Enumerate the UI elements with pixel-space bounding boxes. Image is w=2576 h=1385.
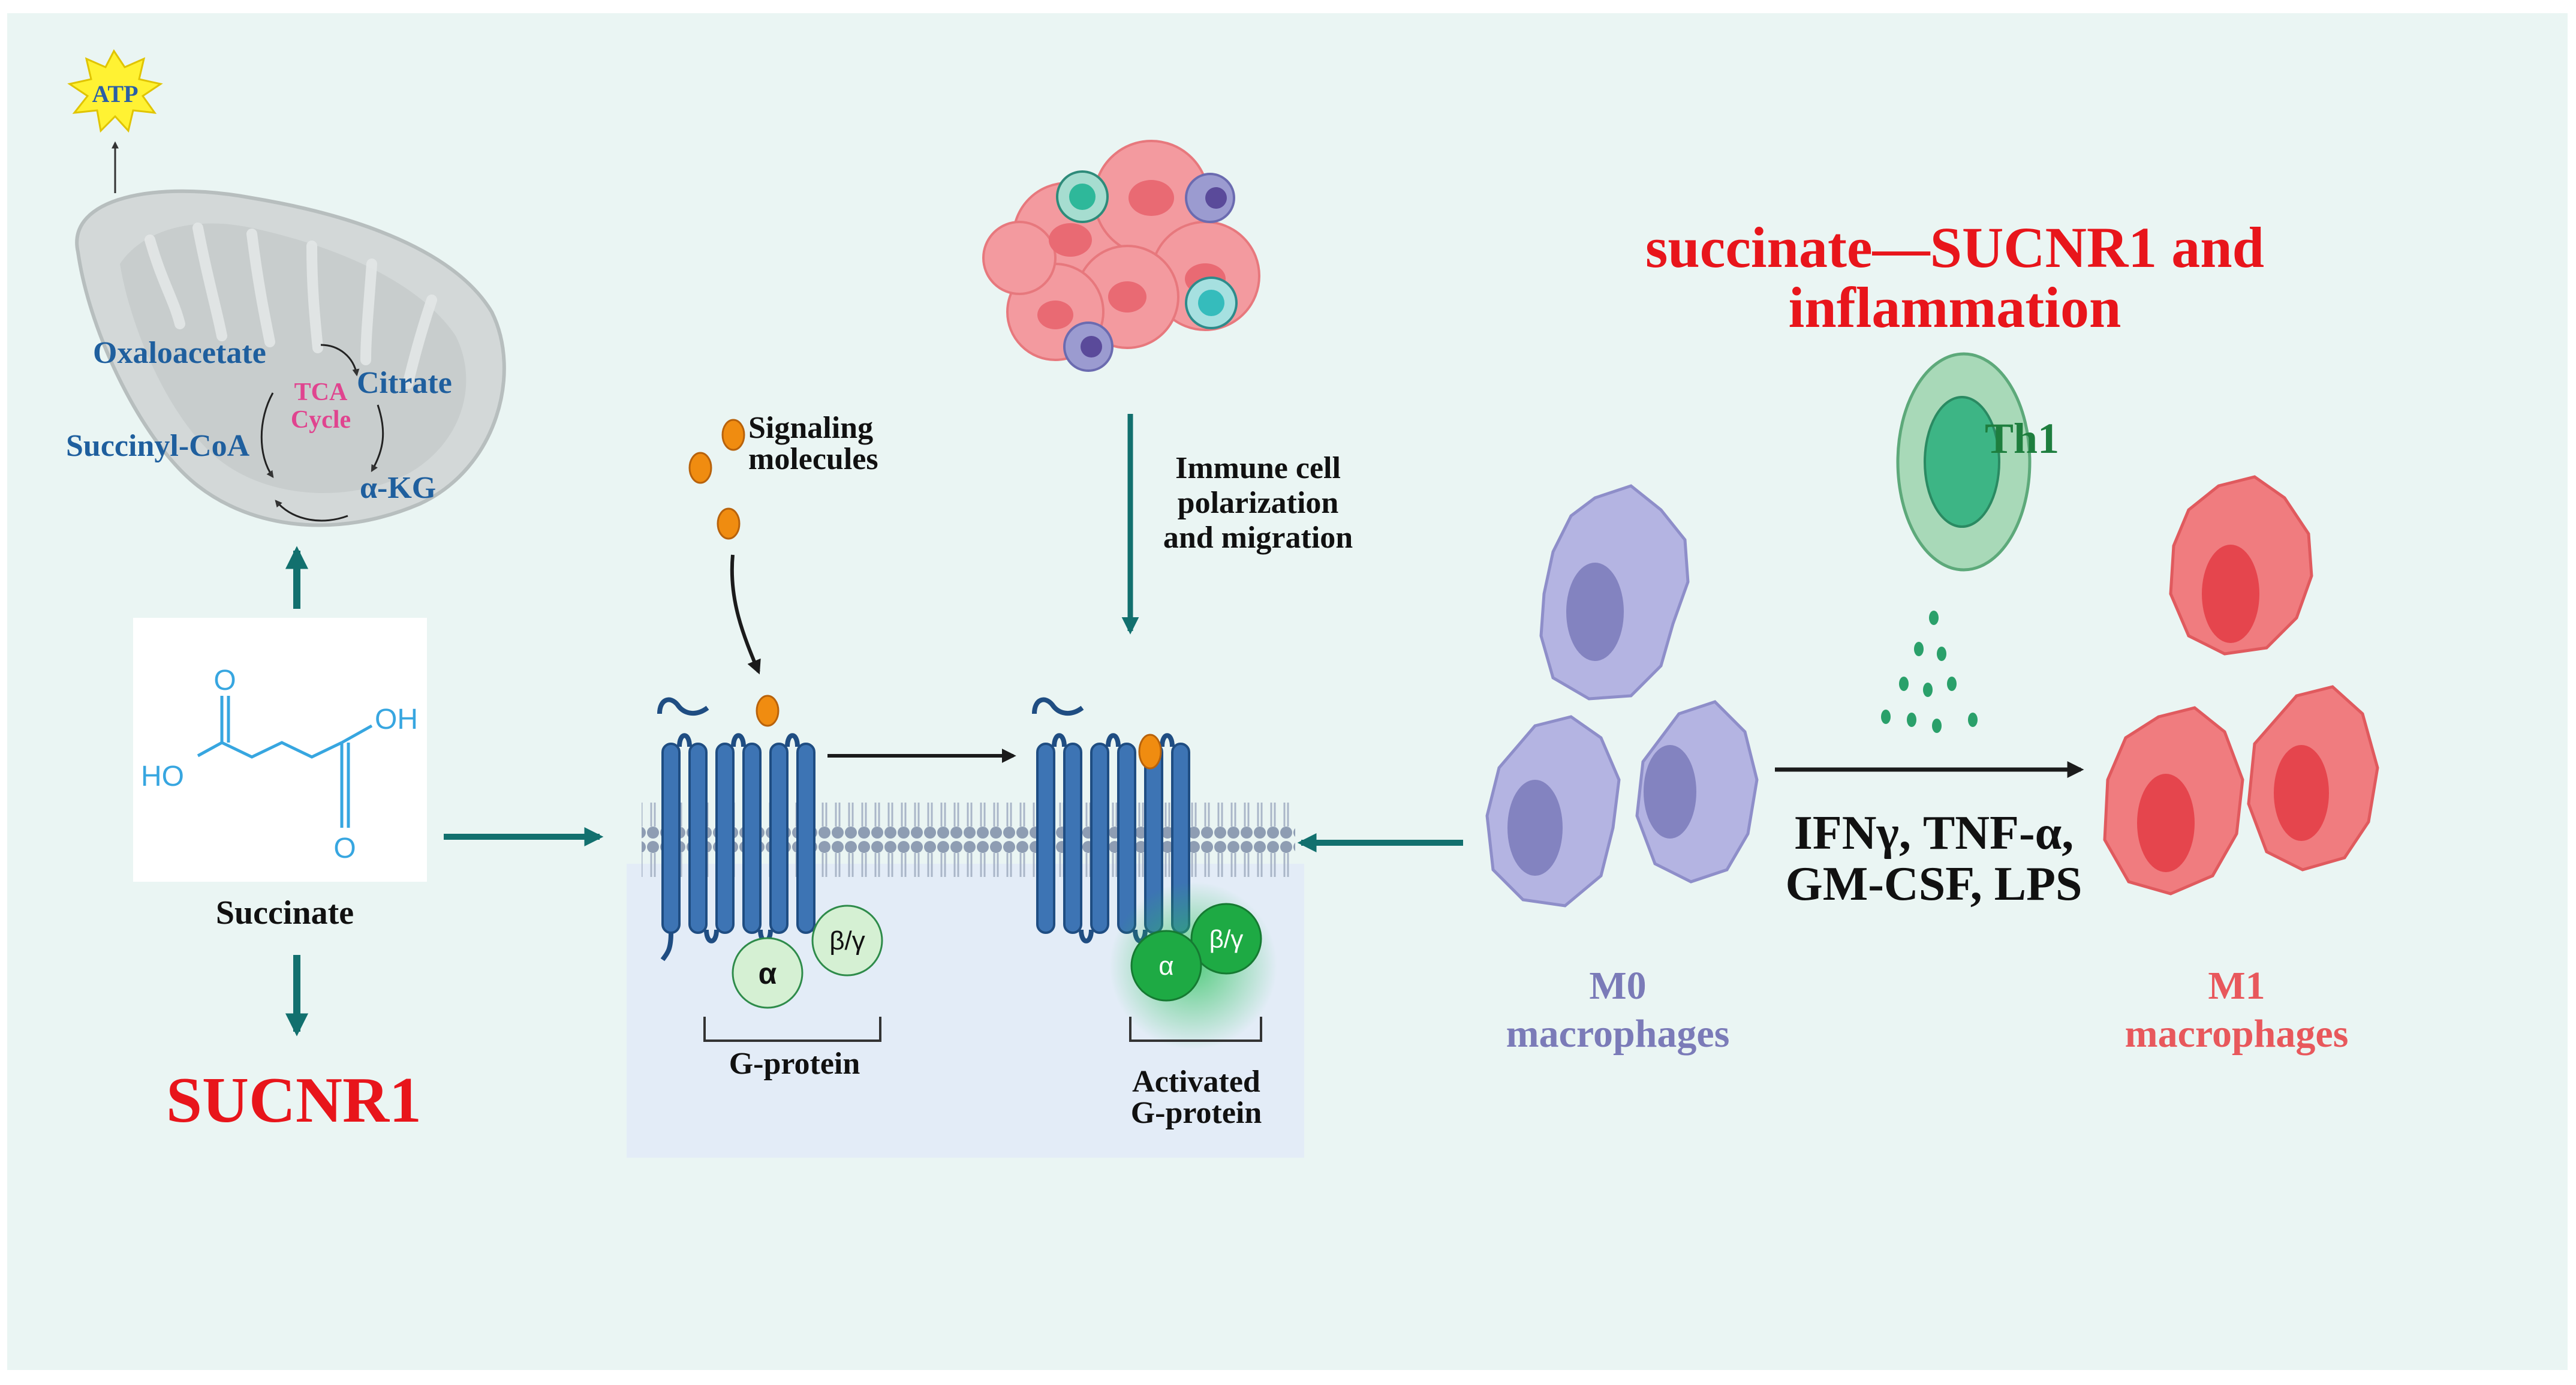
sucnr1-label: SUCNR1 — [166, 1065, 422, 1136]
sucnr1-receptor-inactive — [657, 697, 838, 962]
succinate-label: Succinate — [216, 894, 354, 932]
signaling-molecule-dot — [688, 452, 712, 484]
activated-label-line2: G-protein — [1131, 1096, 1262, 1130]
signaling-label-line1: Signaling — [748, 411, 873, 445]
th1-label: Th1 — [1985, 414, 2059, 462]
signaling-molecules — [688, 419, 780, 727]
succinate-oh: OH — [375, 704, 418, 735]
activated-beta-gamma — [1190, 903, 1262, 975]
tca-label-line2: Cycle — [291, 406, 351, 434]
m1-macrophages — [2103, 475, 2379, 896]
th1-cell — [1896, 352, 2032, 572]
signaling-label-line2: molecules — [748, 442, 878, 476]
mitochondrion — [75, 189, 506, 527]
signaling-to-receptor-arrow — [730, 554, 761, 675]
m1-label-line1: M1 — [2208, 964, 2265, 1008]
sucnr1-receptor-active — [1032, 697, 1190, 944]
succinyl-coa-label: Succinyl-CoA — [66, 429, 250, 463]
m0-macrophages — [1485, 484, 1759, 908]
akg-label: α-KG — [360, 471, 436, 505]
succinate-o-top: O — [213, 665, 236, 696]
cytokine-label-line1: IFNγ, TNF-α, — [1794, 807, 2074, 860]
immune-label-line2: polarization — [1178, 486, 1339, 520]
g-protein-alpha — [732, 937, 804, 1009]
m0-label-line1: M0 — [1589, 964, 1646, 1008]
cytokine-dots — [1881, 611, 1978, 733]
succinate-ho: HO — [141, 761, 184, 792]
signaling-molecule-bound — [756, 695, 780, 727]
atp-label: ATP — [92, 80, 138, 107]
atp-burst: ATP — [67, 49, 163, 193]
atp-star-icon — [67, 49, 163, 133]
immune-label-line1: Immune cell — [1175, 451, 1341, 485]
succinate-o-bottom: O — [333, 833, 356, 864]
panel-title-line1: succinate—SUCNR1 and — [1645, 215, 2264, 280]
g-protein-beta-gamma-label: β/γ — [829, 926, 865, 956]
immune-label-line3: and migration — [1163, 521, 1353, 555]
signaling-molecule-dot — [721, 419, 745, 451]
signaling-molecule-dot — [717, 507, 741, 540]
m0-label-line2: macrophages — [1506, 1012, 1730, 1056]
activated-beta-gamma-label: β/γ — [1209, 925, 1244, 953]
g-protein-alpha-label: α — [759, 957, 777, 990]
tca-label-line1: TCA — [294, 378, 348, 406]
citrate-label: Citrate — [357, 366, 452, 400]
activated-alpha — [1130, 930, 1202, 1002]
g-protein-beta-gamma — [811, 905, 883, 977]
activated-g-protein: α β/γ — [1109, 882, 1277, 1050]
panel-title-line2: inflammation — [1789, 275, 2121, 340]
m1-label-line2: macrophages — [2125, 1012, 2349, 1056]
tca-cycle: TCA Cycle — [260, 344, 384, 522]
g-protein: α β/γ — [703, 905, 883, 1042]
oxaloacetate-label: Oxaloacetate — [93, 336, 266, 370]
cytokine-label-line2: GM-CSF, LPS — [1786, 858, 2083, 911]
succinate-structure: O OH HO O — [133, 618, 427, 882]
signaling-molecule-bound — [1138, 734, 1162, 770]
activated-alpha-label: α — [1158, 951, 1173, 981]
cell-membrane — [642, 795, 1295, 879]
activated-label-line1: Activated — [1132, 1065, 1260, 1099]
g-protein-label: G-protein — [729, 1047, 860, 1081]
tumor-immune-cluster — [982, 140, 1260, 372]
